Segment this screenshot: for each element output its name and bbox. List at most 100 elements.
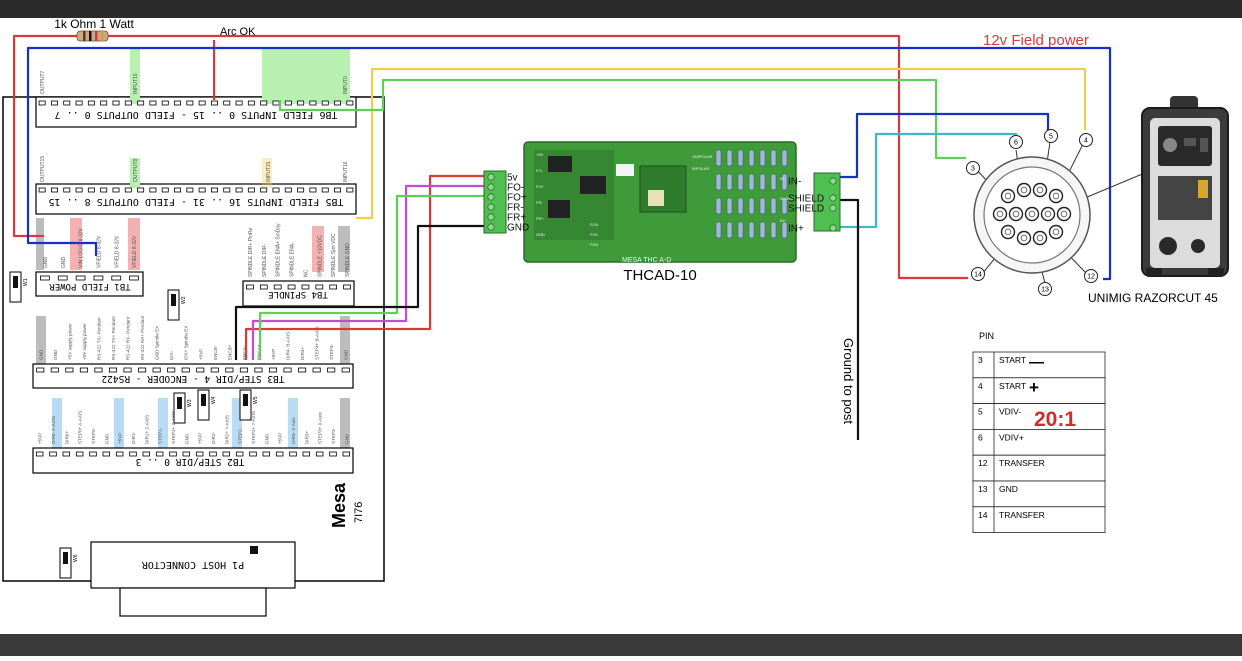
terminal-pin bbox=[49, 451, 57, 457]
terminal-pin bbox=[223, 100, 231, 106]
terminal-pin bbox=[309, 187, 317, 193]
terminal-pin bbox=[239, 367, 248, 373]
pin-label: DIR2- bbox=[211, 432, 216, 444]
pin-table-row bbox=[972, 506, 1106, 533]
pin-number: 14 bbox=[978, 510, 988, 520]
silkscreen-label: F/64 bbox=[590, 242, 599, 247]
jumper-label: W5 bbox=[253, 396, 259, 404]
terminal-pin bbox=[174, 100, 182, 106]
wire-black-ground-post bbox=[840, 198, 860, 440]
jumper-label: W2 bbox=[181, 296, 187, 304]
tb1-vfield-highlight bbox=[128, 218, 140, 270]
terminal-pin bbox=[329, 451, 337, 457]
pin-name: TRANSFER bbox=[999, 510, 1045, 520]
plasma-name: UNIMIG RAZORCUT 45 bbox=[1088, 291, 1218, 305]
terminal-pin bbox=[343, 284, 351, 290]
pin-callout-label: 3 bbox=[971, 166, 975, 173]
terminal-pin bbox=[169, 451, 177, 457]
terminal-pin bbox=[210, 100, 218, 106]
resistor-label: 1k Ohm 1 Watt bbox=[54, 17, 134, 31]
plasma-foot bbox=[1208, 268, 1224, 276]
terminal-pin bbox=[93, 275, 104, 281]
field-power-label: 12v Field power bbox=[983, 32, 1089, 49]
pin-label: +5VP bbox=[271, 349, 276, 360]
terminal-pin bbox=[289, 451, 297, 457]
pin-label: DIR1- bbox=[131, 432, 136, 444]
thcad-board-text: MESA THC A-D bbox=[622, 257, 671, 264]
terminal-pin bbox=[260, 187, 268, 193]
smd-resistor bbox=[737, 221, 744, 239]
silkscreen-label: IN+ bbox=[780, 218, 787, 223]
pin-label: INPUT31 bbox=[266, 161, 272, 182]
pin-label: +5V supply power bbox=[82, 323, 87, 360]
tb2-gnd-highlight bbox=[340, 398, 350, 448]
terminal-pin bbox=[75, 100, 83, 106]
terminal-pin bbox=[87, 187, 95, 193]
terminal-pin bbox=[155, 451, 164, 457]
pin-name: GND bbox=[999, 484, 1018, 494]
pin-table-row bbox=[972, 377, 1106, 404]
terminal-screw-icon bbox=[829, 194, 837, 202]
minus-icon: — bbox=[1029, 354, 1044, 371]
terminal-pin bbox=[65, 367, 74, 373]
pin-label: GND bbox=[61, 257, 67, 269]
thcad-chip bbox=[580, 176, 606, 194]
plasma-knob-icon bbox=[1163, 138, 1177, 152]
pin-label: STEP4- bbox=[329, 343, 334, 360]
pin-label: IDX+ Spindle EX bbox=[184, 326, 189, 360]
smd-resistor bbox=[748, 221, 755, 239]
pin-label: SPINDLE ENA+ SinDay bbox=[276, 223, 282, 277]
terminal-pin bbox=[63, 187, 71, 193]
smd-resistor bbox=[770, 221, 777, 239]
terminal-pin bbox=[35, 451, 44, 457]
ground-to-post-label: Ground to post bbox=[841, 338, 856, 424]
pin-name: VDIV- bbox=[999, 407, 1021, 417]
terminal-pin bbox=[235, 187, 243, 193]
smd-resistor bbox=[759, 173, 766, 191]
jumper-cap bbox=[13, 276, 18, 288]
terminal-screw-icon bbox=[829, 177, 837, 185]
terminal-pin bbox=[161, 100, 169, 106]
connector-pin-hole bbox=[1060, 210, 1068, 218]
terminal-pin bbox=[36, 367, 45, 373]
smd-resistor bbox=[748, 173, 755, 191]
jumper-cap bbox=[243, 394, 248, 406]
terminal-pin bbox=[209, 451, 217, 457]
pin-label: INPUT16 bbox=[343, 161, 349, 182]
thcad-left-terminal bbox=[483, 170, 507, 234]
tb1-terminal bbox=[35, 271, 144, 297]
terminal-pin bbox=[129, 451, 137, 457]
pin-label: GND bbox=[264, 433, 269, 444]
terminal-pin bbox=[254, 367, 263, 373]
plasma-socket-icon bbox=[1191, 239, 1205, 253]
smd-resistor bbox=[726, 173, 733, 191]
pin-label: OUTPUT8 bbox=[133, 158, 139, 182]
wire-green-fo-plus bbox=[258, 194, 484, 360]
wire-red-5v bbox=[244, 174, 484, 360]
pin-table-row bbox=[972, 454, 1106, 482]
terminal-pin bbox=[298, 367, 307, 373]
tb4-10v-highlight bbox=[312, 226, 324, 272]
wire-black-gnd bbox=[234, 224, 484, 360]
thcad-label-patch bbox=[616, 164, 634, 176]
connector-pin-hole bbox=[1028, 210, 1036, 218]
terminal-pin bbox=[63, 100, 71, 106]
terminal-pin bbox=[57, 275, 68, 281]
silkscreen-label: FR+ bbox=[536, 216, 544, 221]
pin-label: STEP4+ B-AXIS bbox=[315, 326, 320, 360]
silkscreen-label: FO+ bbox=[536, 184, 545, 189]
terminal-pin bbox=[247, 100, 255, 106]
pin-label: STEP3+ X-Axis bbox=[318, 412, 323, 444]
silkscreen-label: UNIPOLAR bbox=[692, 154, 713, 159]
terminal-pin bbox=[342, 451, 351, 457]
pin-label: GND bbox=[104, 433, 109, 444]
vdiv-ratio: 20:1 bbox=[1034, 408, 1076, 431]
tb5-label: TB5 FIELD INPUTS 16 .. 31 - FIELD OUTPUT… bbox=[48, 196, 343, 207]
tb3-gnd-highlight bbox=[36, 316, 46, 364]
terminal-pin bbox=[297, 100, 305, 106]
